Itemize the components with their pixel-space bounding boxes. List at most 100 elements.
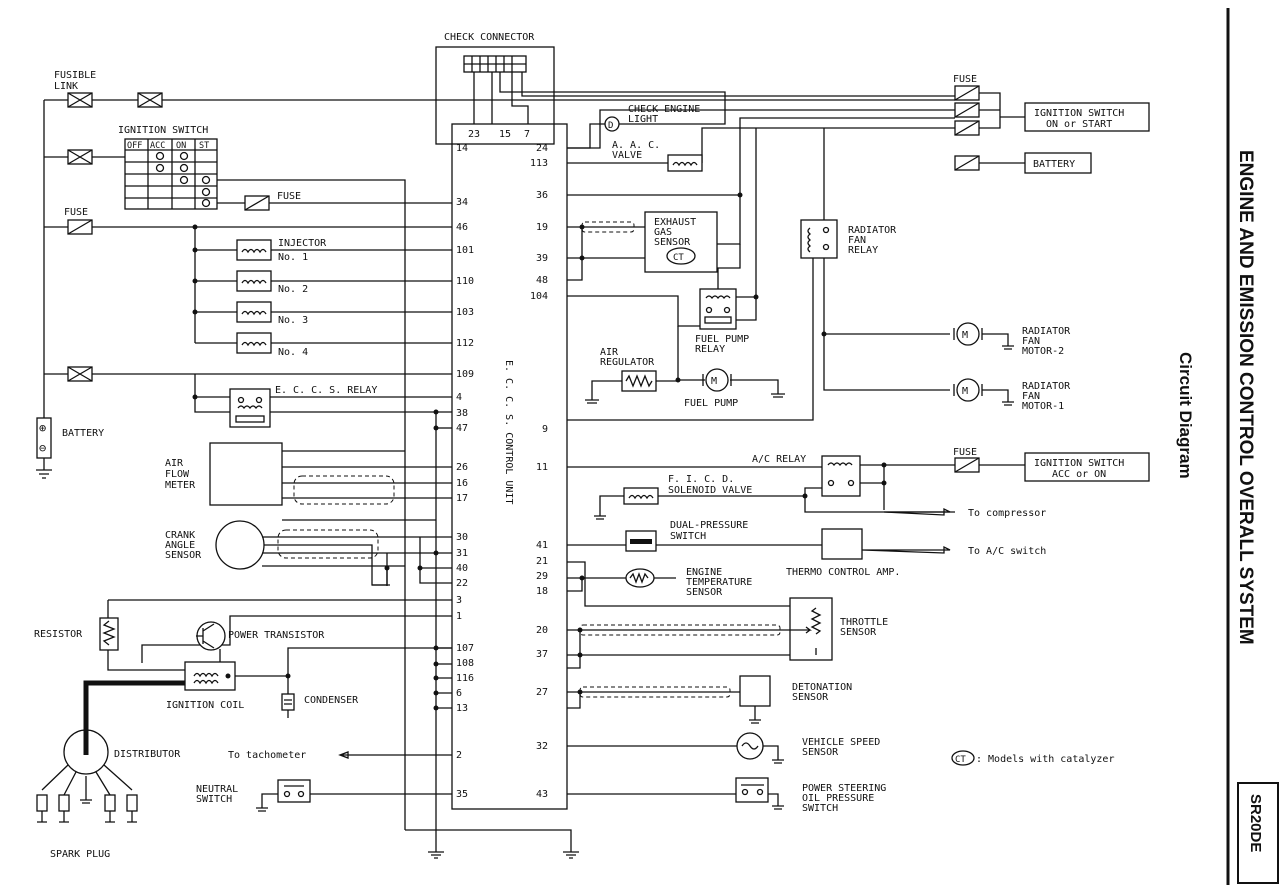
ecu-pin-label: 16	[456, 478, 468, 489]
ct-note-symbol-text: CT	[955, 755, 966, 765]
tps-label-1: THROTTLE	[840, 617, 888, 628]
tachometer-label: To tachometer	[228, 750, 306, 761]
ecu-pin-top: 7	[524, 129, 530, 140]
rfm1-label-1: RADIATOR	[1022, 381, 1071, 392]
egs-label-1: EXHAUST	[654, 217, 696, 228]
fuse-label-left: FUSE	[64, 207, 88, 218]
resistor	[99, 617, 119, 651]
ignition-switch	[124, 138, 218, 210]
injector-label: INJECTOR	[278, 238, 327, 249]
engine-temperature-sensor	[625, 568, 655, 588]
cas-label-3: SENSOR	[165, 550, 202, 561]
ecu-pin-label: 6	[456, 688, 462, 699]
eccs-relay	[229, 388, 271, 428]
ecu-pin-label: 34	[456, 197, 468, 208]
ecu-pin-label: 43	[536, 789, 548, 800]
tps-label-2: SENSOR	[840, 627, 877, 638]
ecu-pin-label: 17	[456, 493, 468, 504]
ct-note-symbol	[951, 750, 975, 766]
ets-label-1: ENGINE	[686, 567, 722, 578]
to-compressor-label: To compressor	[968, 508, 1046, 519]
page-title: ENGINE AND EMISSION CONTROL OVERALL SYST…	[1235, 150, 1256, 645]
air-reg-label-2: REGULATOR	[600, 357, 655, 368]
fusible-link	[67, 366, 93, 382]
fusible-link	[137, 92, 163, 108]
resistor-label: RESISTOR	[34, 629, 83, 640]
ecu-pin-label: 14	[456, 143, 468, 154]
battery-label: BATTERY	[62, 428, 104, 439]
ecu-pin-label: 104	[530, 291, 548, 302]
neutral-switch-label-2: SWITCH	[196, 794, 232, 805]
power-transistor	[196, 621, 226, 651]
ignition-switch-on-start-box	[1024, 102, 1150, 132]
egs-label-3: SENSOR	[654, 237, 691, 248]
rfm2-label-3: MOTOR-2	[1022, 346, 1064, 357]
air-reg-label-1: AIR	[600, 347, 619, 358]
injector-1-label: No. 1	[278, 252, 308, 263]
ecu-pin-label: 36	[536, 190, 548, 201]
ignition-coil-label: IGNITION COIL	[166, 700, 244, 711]
check-connector-label: CHECK CONNECTOR	[444, 32, 535, 43]
air-regulator	[621, 370, 657, 392]
ecu-pin-label: 37	[536, 649, 548, 660]
svg-text:⊖: ⊖	[39, 441, 46, 455]
psp-label-3: SWITCH	[802, 803, 838, 814]
ecu-pin-label: 20	[536, 625, 548, 636]
ecu-pin-label: 19	[536, 222, 548, 233]
injector	[195, 301, 452, 323]
sw-st: ST	[199, 141, 209, 151]
eccs-relay-label: E. C. C. S. RELAY	[275, 385, 377, 396]
fuse-label-ign: FUSE	[277, 191, 301, 202]
dual-pressure-switch	[625, 530, 657, 552]
svg-text:M: M	[962, 330, 968, 341]
psp-label-2: OIL PRESSURE	[802, 793, 874, 804]
spark-plugs	[36, 764, 138, 823]
ecu-pin-label: 30	[456, 532, 468, 543]
rfm2-label-2: FAN	[1022, 336, 1040, 347]
fuse	[244, 195, 270, 211]
ficd-label-2: SOLENOID VALVE	[668, 485, 752, 496]
neutral-switch	[277, 779, 311, 803]
air-flow-meter	[209, 442, 283, 506]
injector	[195, 239, 452, 261]
vss-label-1: VEHICLE SPEED	[802, 737, 880, 748]
distributor-label: DISTRIBUTOR	[114, 749, 181, 760]
ign-acc-label-1: IGNITION SWITCH	[1034, 458, 1124, 469]
ecu-pin-label: 22	[456, 578, 468, 589]
fpr-label-2: RELAY	[695, 344, 725, 355]
svg-text:M: M	[711, 376, 717, 387]
ecu-label: E. C. C. S. CONTROL UNIT	[503, 360, 514, 505]
ecu-left-pins: 1434461011101031121094384726161730314022…	[456, 143, 474, 800]
egs-ct: CT	[673, 253, 684, 263]
ecu-pin-label: 18	[536, 586, 548, 597]
ecu-pin-label: 1	[456, 611, 462, 622]
ecu-pin-top: 15	[499, 129, 511, 140]
sw-acc: ACC	[150, 141, 165, 151]
afm-label-3: METER	[165, 480, 196, 491]
ct-note-text: : Models with catalyzer	[976, 754, 1114, 765]
fusible-link	[67, 149, 93, 165]
model-badge	[1237, 782, 1279, 884]
egs-label-2: GAS	[654, 227, 672, 238]
ecu-pin-label: 4	[456, 392, 462, 403]
dps-label-2: SWITCH	[670, 531, 706, 542]
ets-label-3: SENSOR	[686, 587, 723, 598]
rfm1-label-3: MOTOR-1	[1022, 401, 1064, 412]
rfm1-label-2: FAN	[1022, 391, 1040, 402]
sw-on: ON	[176, 141, 186, 151]
ac-relay	[821, 455, 861, 497]
condenser-label: CONDENSER	[304, 695, 359, 706]
page-subtitle: Circuit Diagram	[1176, 352, 1195, 479]
injector	[195, 270, 452, 292]
ecu-pin-label: 112	[456, 338, 474, 349]
radiator-fan-relay	[800, 219, 838, 259]
injector-2-label: No. 2	[278, 284, 308, 295]
ecu-pin-label: 26	[456, 462, 468, 473]
ecu-pin-label: 29	[536, 571, 548, 582]
ecu-pin-label: 113	[530, 158, 548, 169]
ecu-pin-label: 35	[456, 789, 468, 800]
injector-4-label: No. 4	[278, 347, 308, 358]
ficd-solenoid-valve	[623, 487, 659, 505]
ecu-pin-label: 41	[536, 540, 548, 551]
